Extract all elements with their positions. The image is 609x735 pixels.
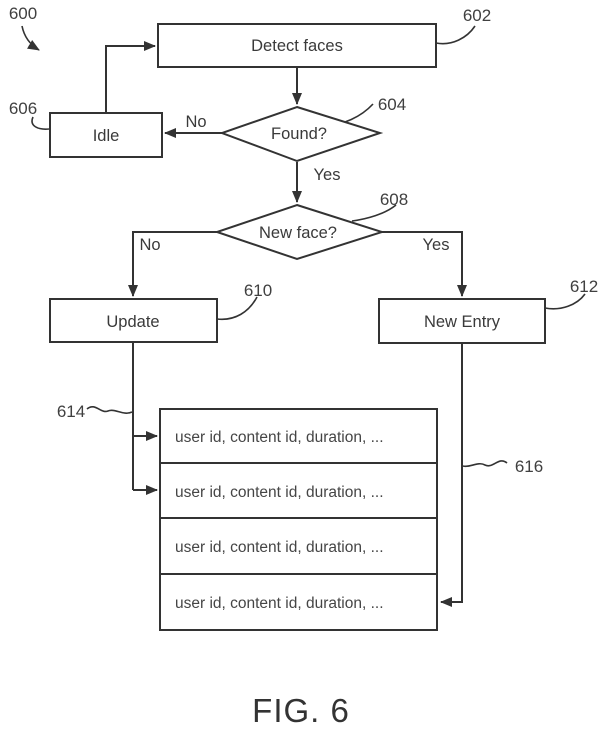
new-entry-label: New Entry [424,313,501,331]
connectors [105,41,467,607]
ref-label-616: 616 [515,457,543,476]
idle-label: Idle [93,127,120,145]
table-row: user id, content id, duration, ... [175,595,384,612]
table-row: user id, content id, duration, ... [175,484,384,501]
leader-600 [21,25,40,51]
ref-label-614: 614 [57,402,85,421]
ref-label-612: 612 [570,277,598,296]
detect-faces-box [157,23,437,68]
ref-label-610: 610 [244,281,272,300]
leader-612 [544,293,586,310]
arrow-idle-to-detect [105,41,156,113]
edge-labels: No Yes No Yes [139,113,449,254]
arrow-newface-to-newentry [382,231,467,297]
new-entry-box [378,298,546,344]
record-table: user id, content id, duration, ... user … [159,408,438,631]
table-row: user id, content id, duration, ... [175,429,384,446]
ref-label-602: 602 [463,6,491,25]
found-diamond [219,105,384,163]
update-label: Update [106,313,159,331]
nodes: Detect faces Found? Idle New face? Updat… [49,23,546,344]
detect-faces-label: Detect faces [251,37,343,55]
new-face-yes-label: Yes [423,236,450,254]
leader-614 [86,405,133,414]
arrow-newface-to-update [128,231,217,297]
record-table-border [159,408,438,631]
idle-box [49,112,163,158]
reference-numerals: 600 602 604 606 608 610 612 614 616 [9,4,598,476]
ref-label-608: 608 [380,190,408,209]
leader-608 [351,204,397,222]
reference-leaders [21,25,586,468]
new-face-no-label: No [139,236,160,254]
arrow-newentry-to-row4 [440,343,463,607]
new-face-label: New face? [259,224,337,242]
found-no-label: No [185,113,206,131]
new-face-diamond [213,203,386,261]
figure-caption: FIG. 6 [252,692,350,729]
found-label: Found? [271,125,327,143]
ref-label-604: 604 [378,95,406,114]
found-yes-label: Yes [314,166,341,184]
leader-602 [435,25,476,45]
ref-label-600: 600 [9,4,37,23]
leader-610 [216,296,258,321]
table-row: user id, content id, duration, ... [175,539,384,556]
update-box [49,298,218,343]
leader-616 [462,460,508,468]
leader-606 [31,116,50,130]
ref-label-606: 606 [9,99,37,118]
